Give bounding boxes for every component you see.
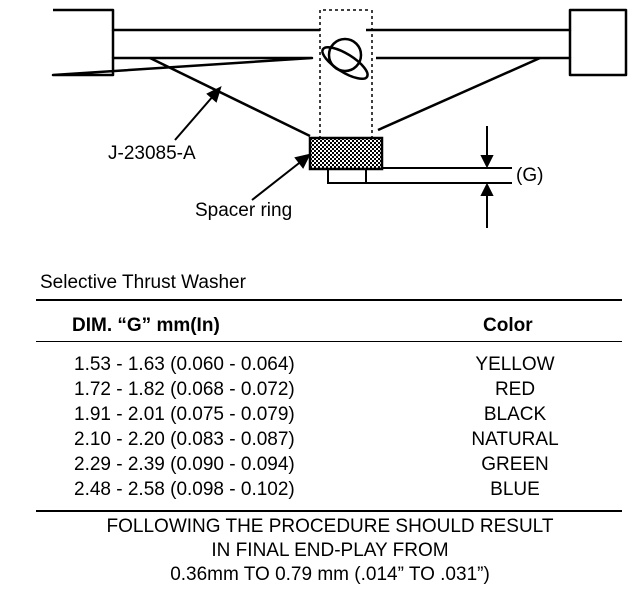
- thumb-screw-head: [327, 37, 363, 73]
- spacer-ring: [308, 136, 384, 171]
- table-row: 1.72 - 1.82 (0.068 - 0.072) RED: [0, 379, 640, 404]
- dim-cell: 2.10 - 2.20 (0.083 - 0.087): [74, 429, 295, 450]
- note-line: FOLLOWING THE PROCEDURE SHOULD RESULT: [106, 516, 554, 537]
- table-row: 2.48 - 2.58 (0.098 - 0.102) BLUE: [0, 479, 640, 504]
- spacer-ring-label: Spacer ring: [195, 200, 293, 221]
- bar-outline: [51, 8, 628, 77]
- color-cell: NATURAL: [471, 429, 559, 450]
- column-header-dim-g: DIM. “G” mm(In): [72, 315, 220, 336]
- tool-number-label: J-23085-A: [108, 143, 196, 164]
- dim-cell: 2.29 - 2.39 (0.090 - 0.094): [74, 454, 295, 475]
- table-top-rule: [36, 299, 622, 301]
- g-dimension-label: (G): [516, 165, 544, 186]
- table-caption: Selective Thrust Washer: [40, 272, 246, 293]
- left-leg: [149, 56, 311, 138]
- dim-cell: 1.72 - 1.82 (0.068 - 0.072): [74, 379, 295, 400]
- thumb-screw-body: [321, 45, 369, 81]
- column-header-color: Color: [483, 315, 533, 336]
- table-row: 1.91 - 2.01 (0.075 - 0.079) BLACK: [0, 404, 640, 429]
- dim-cell: 1.53 - 1.63 (0.060 - 0.064): [74, 354, 295, 375]
- tool-illustration: [51, 8, 628, 228]
- color-cell: RED: [494, 379, 536, 400]
- table-row: 2.29 - 2.39 (0.090 - 0.094) GREEN: [0, 454, 640, 479]
- note-line: IN FINAL END-PLAY FROM: [211, 540, 449, 561]
- table-row: 1.53 - 1.63 (0.060 - 0.064) YELLOW: [0, 354, 640, 379]
- dim-cell: 1.91 - 2.01 (0.075 - 0.079): [74, 404, 295, 425]
- color-cell: BLUE: [490, 479, 540, 500]
- thrust-washer-table-body: 1.53 - 1.63 (0.060 - 0.064) YELLOW 1.72 …: [0, 354, 640, 504]
- table-bottom-rule: [36, 510, 622, 512]
- color-cell: BLACK: [483, 404, 547, 425]
- color-cell: GREEN: [481, 454, 549, 475]
- right-leg: [377, 56, 541, 132]
- header-rule: [36, 341, 622, 342]
- table-row: 2.10 - 2.20 (0.083 - 0.087) NATURAL: [0, 429, 640, 454]
- dim-cell: 2.48 - 2.58 (0.098 - 0.102): [74, 479, 295, 500]
- end-play-note: FOLLOWING THE PROCEDURE SHOULD RESULT IN…: [0, 515, 640, 587]
- note-line: 0.36mm TO 0.79 mm (.014” TO .031”): [170, 564, 490, 585]
- color-cell: YELLOW: [475, 354, 555, 375]
